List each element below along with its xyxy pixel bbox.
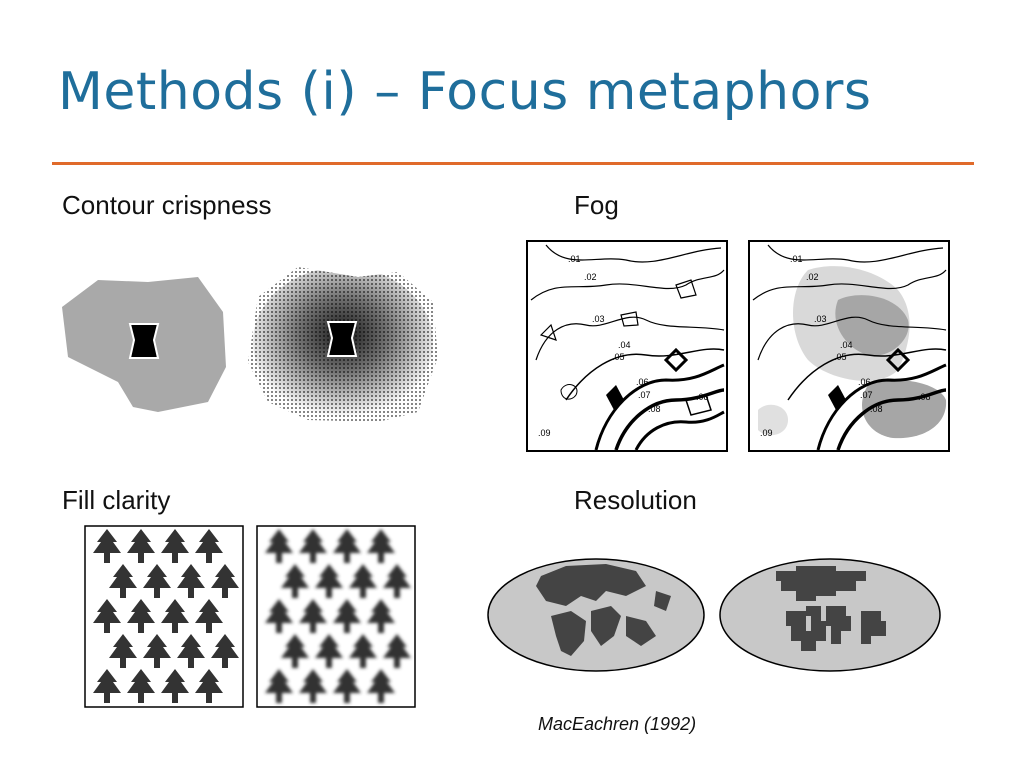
fill-clarity-label: Fill clarity <box>62 485 171 515</box>
shaded-tick-05: .05 <box>834 352 847 362</box>
shaded-tick-08: .08 <box>870 404 883 414</box>
fog-tick-03: .03 <box>592 314 605 324</box>
shaded-tick-03: .03 <box>814 314 827 324</box>
resolution-figure <box>487 558 941 672</box>
fog-map-shaded: .01 .02 .03 .04 .05 .06 .07 .08 .08 .09 <box>748 240 950 452</box>
fog-tick-01: .01 <box>568 254 581 264</box>
crisp-symbol <box>128 323 160 359</box>
citation: MacEachren (1992) <box>538 714 697 734</box>
shaded-tick-02: .02 <box>806 272 819 282</box>
blocky-globe <box>719 558 941 672</box>
fog-tick-04: .04 <box>618 340 631 350</box>
fog-tick-09: .09 <box>538 428 551 438</box>
fog-map-plain: .01 .02 .03 .04 .05 .06 .07 .08 .08 .09 <box>526 240 728 452</box>
resolution-label: Resolution <box>574 485 697 515</box>
shaded-tick-01: .01 <box>790 254 803 264</box>
fuzzy-symbol <box>326 321 358 357</box>
fog-tick-06: .06 <box>636 377 649 387</box>
fog-tick-08: .08 <box>648 404 661 414</box>
fill-clarity-figure <box>84 525 416 708</box>
fog-label: Fog <box>574 190 619 220</box>
shaded-tick-06: .06 <box>858 377 871 387</box>
smooth-globe <box>487 558 705 672</box>
contour-crispness-label: Contour crispness <box>62 190 272 220</box>
fog-figure: .01 .02 .03 .04 .05 .06 .07 .08 .08 .09 … <box>526 240 950 452</box>
slide-title: Methods (i) – Focus metaphors <box>58 62 872 122</box>
contour-crispness-figure <box>62 262 443 427</box>
title-divider <box>52 162 974 165</box>
shaded-tick-09: .09 <box>760 428 773 438</box>
shaded-tick-08b: .08 <box>918 392 931 402</box>
fog-tick-05: .05 <box>612 352 625 362</box>
fog-tick-07: .07 <box>638 390 651 400</box>
fog-tick-02: .02 <box>584 272 597 282</box>
shaded-tick-04: .04 <box>840 340 853 350</box>
fog-tick-08b: .08 <box>696 392 709 402</box>
shaded-tick-07: .07 <box>860 390 873 400</box>
